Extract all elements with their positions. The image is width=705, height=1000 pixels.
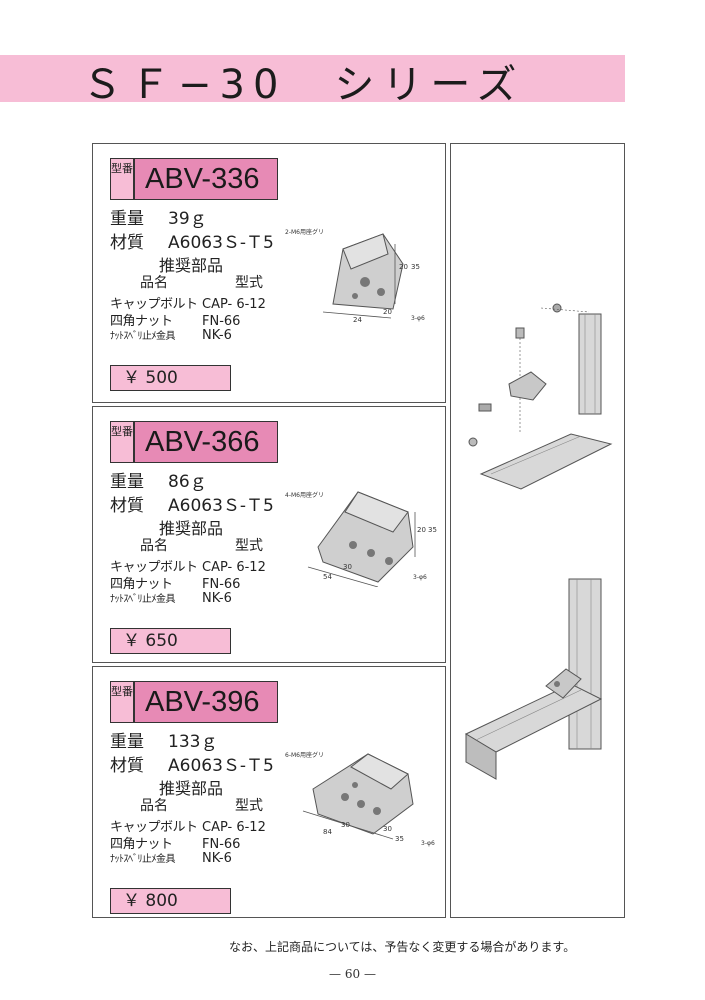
model-tag: 型番: [110, 158, 134, 200]
material-row: 材質 A6063Ｓ-Ｔ5: [110, 491, 274, 516]
col-header-name: 品名: [140, 798, 168, 814]
part-row: 四角ナット FN-66: [110, 833, 240, 852]
material-label: 材質: [110, 233, 144, 253]
weight-row: 重量 39ｇ: [110, 204, 207, 229]
corner-assembly-illustration: [464, 578, 603, 780]
dim-e: 3-φ6: [421, 840, 435, 847]
price-box: ￥ 800: [110, 888, 231, 914]
part-name: ﾅｯﾄｽﾍﾞﾘ止ﾒ金具: [110, 854, 176, 865]
col-header-name: 品名: [140, 275, 168, 291]
model-number: ABV-336: [134, 158, 278, 200]
dim-c: 35: [411, 263, 420, 271]
dim-a: 84: [323, 828, 332, 836]
dim-d: 35: [428, 526, 437, 534]
dim-e: 3-φ6: [413, 574, 427, 581]
part-row: ﾅｯﾄｽﾍﾞﾘ止ﾒ金具 NK-6: [110, 327, 232, 343]
dim-note: 2-M6用座グリ: [285, 228, 324, 236]
col-header-model: 型式: [235, 275, 263, 291]
part-name: キャップボルト: [110, 560, 198, 575]
model-tag: 型番: [110, 681, 134, 723]
dim-a: 24: [353, 316, 362, 324]
header-band: [0, 55, 625, 102]
part-name: ﾅｯﾄｽﾍﾞﾘ止ﾒ金具: [110, 594, 176, 605]
material-label: 材質: [110, 756, 144, 776]
part-name: 四角ナット: [110, 577, 173, 592]
product-panel-abv-396: 型番 ABV-396 重量 133ｇ 材質 A6063Ｓ-Ｔ5 推奨部品 品名 型式…: [92, 666, 446, 918]
dim-b: 30: [341, 821, 350, 829]
recommended-parts-title: 推奨部品: [159, 779, 224, 798]
part-row: ﾅｯﾄｽﾍﾞﾘ止ﾒ金具 NK-6: [110, 590, 232, 606]
series-title: ＳＦ−30 シリーズ: [82, 62, 525, 108]
weight-label: 重量: [110, 732, 144, 752]
material-value: A6063Ｓ-Ｔ5: [168, 233, 274, 253]
part-row: キャップボルト CAP- 6-12: [110, 556, 266, 575]
weight-value: 86ｇ: [168, 472, 207, 492]
material-label: 材質: [110, 496, 144, 516]
part-row: 四角ナット FN-66: [110, 310, 240, 329]
dim-note: 6-M6用座グリ: [285, 751, 324, 759]
part-name: キャップボルト: [110, 820, 198, 835]
part-model: CAP- 6-12: [202, 820, 266, 835]
dim-c: 20: [417, 526, 426, 534]
bracket-drawing-abv-336: 2-M6用座グリ 24 20 35 20 3-φ6: [285, 228, 425, 324]
price-box: ￥ 500: [110, 365, 231, 391]
material-row: 材質 A6063Ｓ-Ｔ5: [110, 751, 274, 776]
material-value: A6063Ｓ-Ｔ5: [168, 496, 274, 516]
dim-note: 4-M6用座グリ: [285, 491, 324, 499]
recommended-parts-title: 推奨部品: [159, 256, 224, 275]
bracket-drawing-abv-396: 6-M6用座グリ 84 30 30 35 3-φ6: [285, 751, 435, 847]
dim-b: 30: [343, 563, 352, 571]
part-model: NK-6: [202, 591, 232, 606]
weight-label: 重量: [110, 209, 144, 229]
weight-value: 133ｇ: [168, 732, 218, 752]
dim-d: 20: [383, 308, 392, 316]
dim-d: 35: [395, 835, 404, 843]
part-model: FN-66: [202, 837, 241, 852]
part-row: キャップボルト CAP- 6-12: [110, 816, 266, 835]
part-model: FN-66: [202, 577, 241, 592]
part-model: CAP- 6-12: [202, 560, 266, 575]
assembly-illustration-panel: [450, 143, 625, 918]
part-name: ﾅｯﾄｽﾍﾞﾘ止ﾒ金具: [110, 331, 176, 342]
dim-b: 20: [399, 263, 408, 271]
footnote: なお、上記商品については、予告なく変更する場合があります。: [229, 940, 576, 954]
material-row: 材質 A6063Ｓ-Ｔ5: [110, 228, 274, 253]
page-number: — 60 —: [329, 967, 376, 981]
weight-value: 39ｇ: [168, 209, 207, 229]
recommended-parts-title: 推奨部品: [159, 519, 224, 538]
part-row: 四角ナット FN-66: [110, 573, 240, 592]
material-value: A6063Ｓ-Ｔ5: [168, 756, 274, 776]
bracket-drawing-abv-366: 4-M6用座グリ 54 30 20 35 3-φ6: [285, 491, 437, 587]
part-model: FN-66: [202, 314, 241, 329]
col-header-model: 型式: [235, 798, 263, 814]
part-row: ﾅｯﾄｽﾍﾞﾘ止ﾒ金具 NK-6: [110, 850, 232, 866]
col-header-model: 型式: [235, 538, 263, 554]
weight-label: 重量: [110, 472, 144, 492]
part-name: 四角ナット: [110, 837, 173, 852]
dim-e: 3-φ6: [411, 315, 425, 322]
part-name: 四角ナット: [110, 314, 173, 329]
part-name: キャップボルト: [110, 297, 198, 312]
weight-row: 重量 86ｇ: [110, 467, 207, 492]
model-number: ABV-366: [134, 421, 278, 463]
part-model: NK-6: [202, 851, 232, 866]
model-tag: 型番: [110, 421, 134, 463]
part-model: NK-6: [202, 328, 232, 343]
price-box: ￥ 650: [110, 628, 231, 654]
assembly-exploded-illustration: [468, 303, 613, 490]
dim-c: 30: [383, 825, 392, 833]
col-header-name: 品名: [140, 538, 168, 554]
part-model: CAP- 6-12: [202, 297, 266, 312]
model-number: ABV-396: [134, 681, 278, 723]
part-row: キャップボルト CAP- 6-12: [110, 293, 266, 312]
weight-row: 重量 133ｇ: [110, 727, 217, 752]
dim-a: 54: [323, 573, 332, 581]
